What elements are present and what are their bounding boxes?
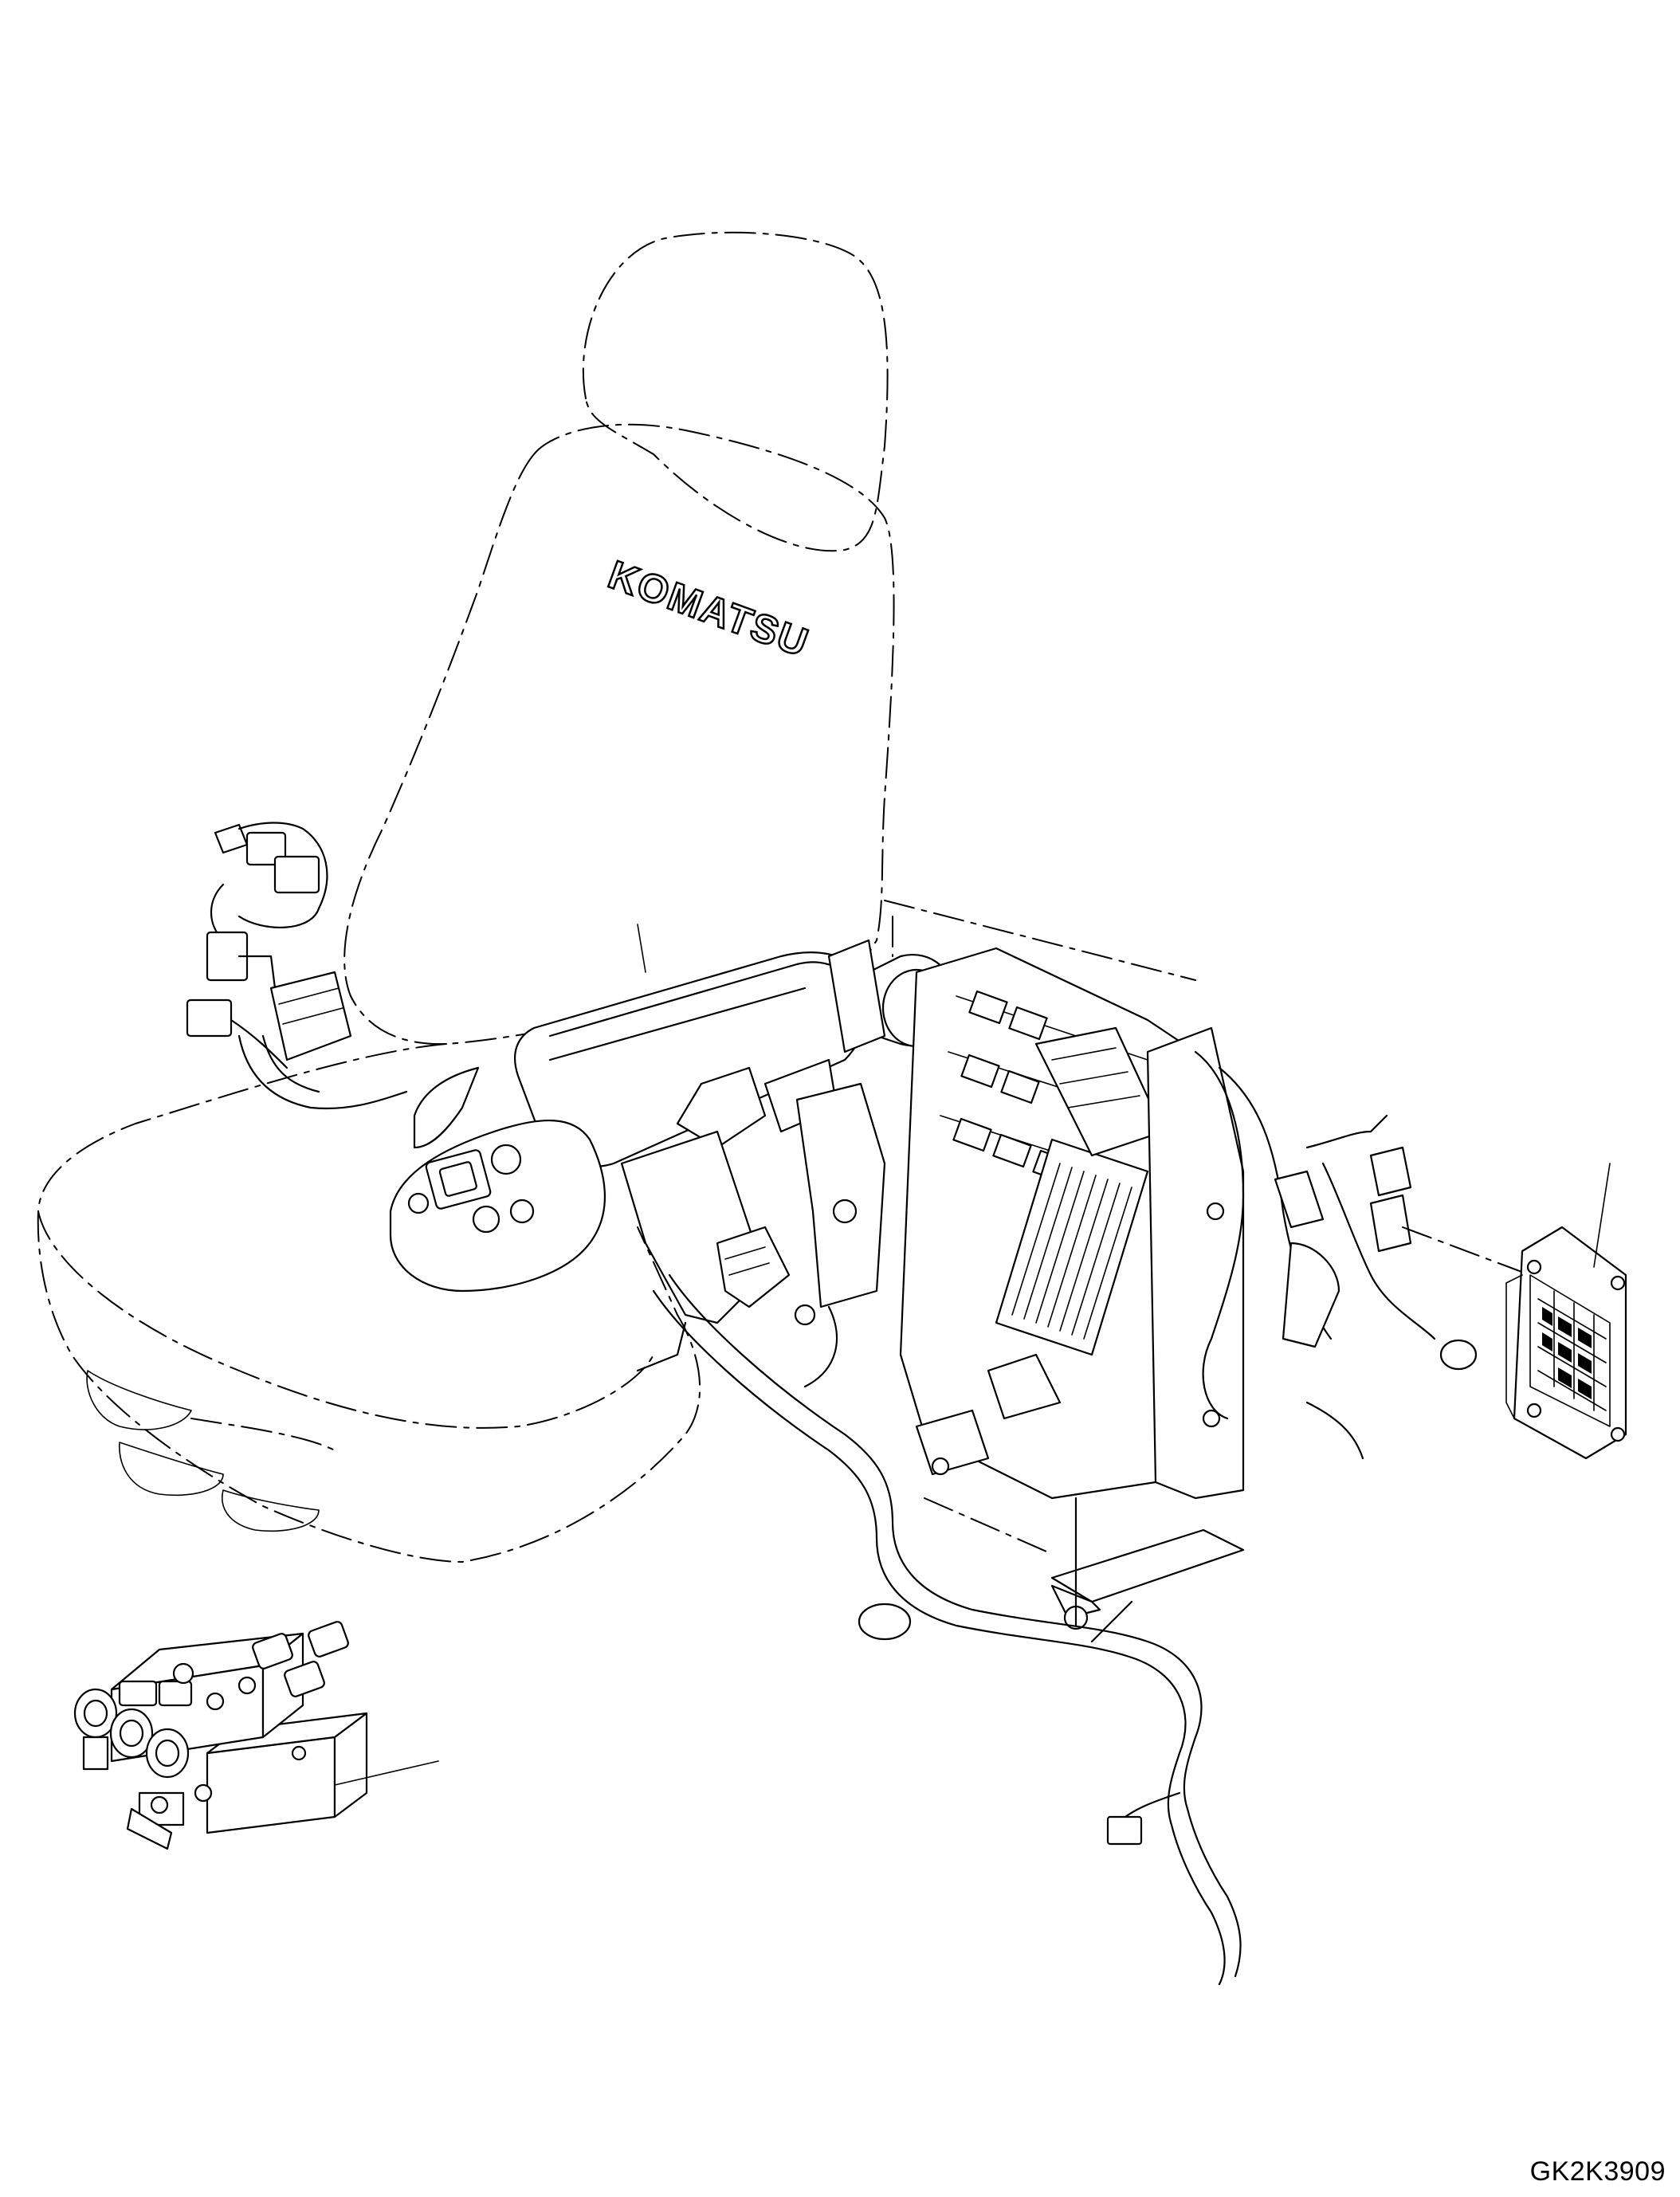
drawing-code: GK2K3909	[1529, 2156, 1666, 2187]
valve-block	[73, 1621, 439, 1850]
seat-adjust-lever-1	[86, 1370, 192, 1430]
seat-adjust-lever-2	[119, 1442, 224, 1497]
controller-unit	[1505, 1163, 1627, 1460]
komatsu-logo: KOMATSU	[602, 551, 816, 666]
svg-text:KOMATSU: KOMATSU	[603, 552, 814, 666]
harness-connector-1	[1369, 1146, 1412, 1197]
callout-leader-valve	[334, 1760, 439, 1786]
seat-adjust-lever-3	[222, 1489, 320, 1532]
side-panel	[1146, 1026, 1245, 1500]
left-wiring-harness	[186, 822, 408, 1110]
seat-headrest	[582, 231, 889, 552]
harness-grommet-lower	[858, 1603, 912, 1641]
main-wiring-harness	[652, 1050, 1531, 1986]
controller-grid	[1537, 1290, 1607, 1411]
seat-phantom: KOMATSU	[37, 231, 895, 1563]
armrest-console	[389, 924, 958, 1388]
callout-leader-armrest	[637, 924, 646, 973]
seat-backrest	[343, 423, 895, 1046]
grommet	[1439, 1339, 1478, 1371]
fuse-block	[995, 1138, 1149, 1356]
joystick-grip	[413, 1066, 480, 1149]
harness-connector-2	[1369, 1194, 1412, 1253]
center-controller-panel	[827, 900, 1245, 1630]
harness-end-connector	[1106, 1815, 1143, 1846]
seat-cushion	[37, 1043, 701, 1563]
valve-solenoids	[73, 1621, 349, 1779]
callout-leader-controller	[1593, 1163, 1611, 1268]
seat-cushion-front	[37, 1210, 654, 1429]
switch-module	[716, 1226, 791, 1308]
floor-bracket	[1050, 1528, 1245, 1603]
